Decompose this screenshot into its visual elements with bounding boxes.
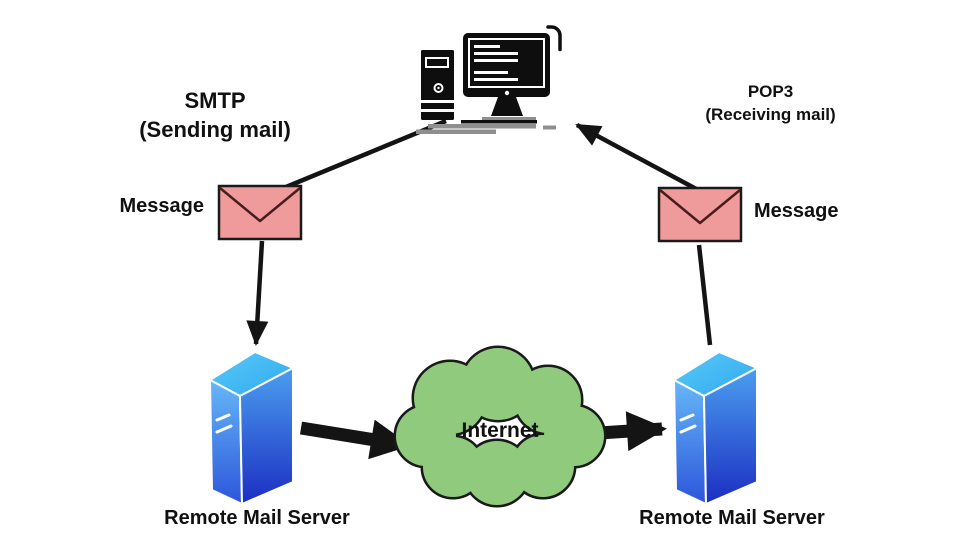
envelope-right-icon	[657, 186, 743, 243]
desktop-computer-icon	[416, 25, 562, 134]
edge-internet-to-server-right	[598, 411, 667, 452]
envelope-left-icon	[217, 184, 303, 241]
smtp-label-block: SMTP (Sending mail)	[100, 86, 330, 144]
pop3-title: POP3	[747, 82, 794, 101]
pop3-subtitle: (Receiving mail)	[705, 105, 836, 124]
remote-mail-server-left-label: Remote Mail Server	[164, 507, 350, 529]
edge-server-right-to-message-right	[696, 244, 713, 346]
internet-label: Internet	[461, 419, 539, 442]
message-left-label: Message	[119, 195, 205, 217]
edge-server-left-to-internet	[299, 419, 411, 460]
message-right-label: Message	[754, 200, 839, 222]
smtp-title: SMTP	[184, 88, 246, 113]
edge-message-left-to-server-left	[246, 240, 269, 346]
remote-mail-server-right-icon	[673, 351, 758, 505]
remote-mail-server-left-icon	[209, 351, 294, 505]
internet-cloud-icon	[393, 345, 607, 508]
edge-message-right-to-client	[575, 123, 702, 193]
pop3-label-block: POP3 (Receiving mail)	[668, 80, 873, 126]
smtp-subtitle: (Sending mail)	[139, 117, 291, 142]
remote-mail-server-right-label: Remote Mail Server	[639, 507, 825, 529]
